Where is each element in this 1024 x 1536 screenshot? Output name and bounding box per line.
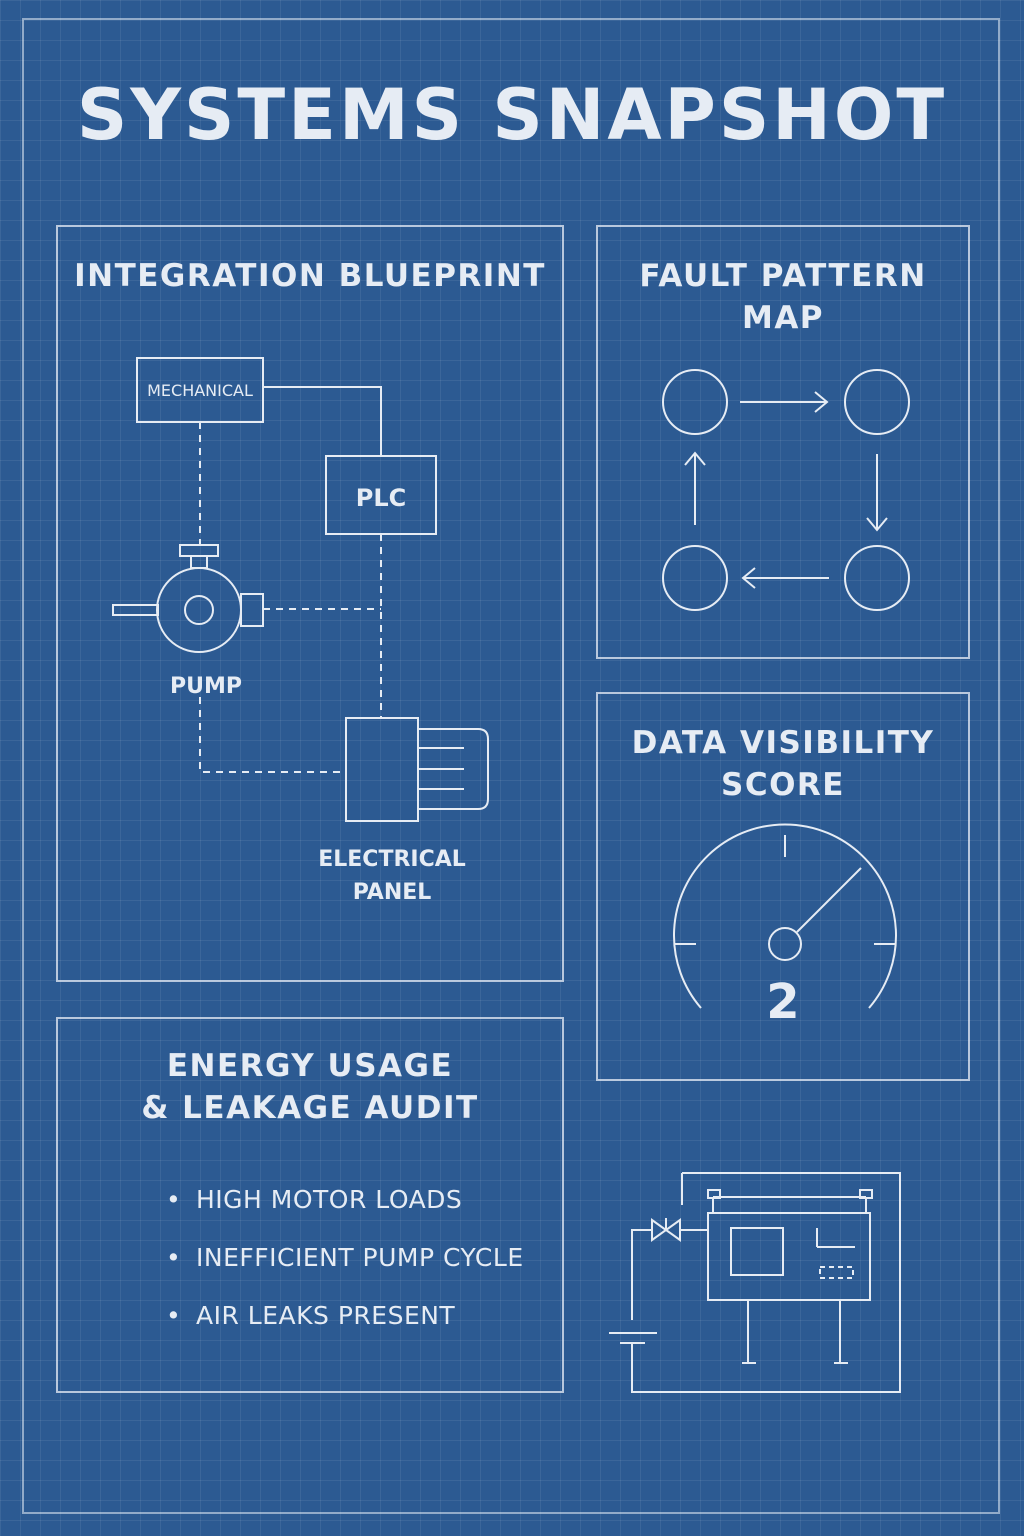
fault-node-bottom-right xyxy=(844,545,910,611)
integration-blueprint-title: INTEGRATION BLUEPRINT xyxy=(74,258,546,294)
fault-pattern-panel: FAULT PATTERN MAP xyxy=(596,225,970,659)
electrical-label: ELECTRICAL xyxy=(318,847,466,872)
fault-node-top-left xyxy=(662,369,728,435)
arrow-left-icon xyxy=(741,567,829,589)
gauge-hub xyxy=(768,927,802,961)
data-visibility-title-line1: DATA VISIBILITY xyxy=(631,725,935,761)
gauge-arc xyxy=(673,823,897,1009)
integration-blueprint-panel: INTEGRATION BLUEPRINT xyxy=(56,225,564,982)
fault-cycle-diagram xyxy=(662,369,910,611)
arrow-right-icon xyxy=(740,391,829,413)
fault-node-bottom-left xyxy=(662,545,728,611)
gauge-icon xyxy=(673,823,897,1009)
fault-pattern-title-line2: MAP xyxy=(741,300,825,336)
visibility-score-value: 2 xyxy=(766,974,800,1030)
energy-audit-item: HIGH MOTOR LOADS xyxy=(166,1185,524,1243)
fault-pattern-title-line1: FAULT PATTERN xyxy=(639,258,927,294)
arrow-down-icon xyxy=(866,454,888,532)
pump-icon xyxy=(112,544,264,653)
energy-audit-item: INEFFICIENT PUMP CYCLE xyxy=(166,1243,524,1301)
dashed-links xyxy=(199,422,382,773)
data-visibility-panel: DATA VISIBILITY SCORE 2 xyxy=(596,692,970,1081)
integration-diagram: MECHANICAL PLC PUMP ELECTRICAL PANEL xyxy=(112,357,489,905)
gauge-needle xyxy=(796,867,862,933)
electrical-panel-icon xyxy=(345,717,489,822)
energy-audit-title-line1: ENERGY USAGE xyxy=(166,1048,454,1084)
mechanical-label: MECHANICAL xyxy=(147,381,253,400)
mechanical-plc-link xyxy=(263,386,382,456)
fault-node-top-right xyxy=(844,369,910,435)
page-title: SYSTEMS SNAPSHOT xyxy=(76,74,948,156)
energy-audit-panel: ENERGY USAGE & LEAKAGE AUDIT HIGH MOTOR … xyxy=(56,1017,564,1393)
pump-label: PUMP xyxy=(170,674,242,699)
page-frame xyxy=(22,18,1000,1514)
plc-label: PLC xyxy=(356,484,407,512)
arrow-up-icon xyxy=(684,451,706,525)
data-visibility-title-line2: SCORE xyxy=(721,767,845,803)
panel-label: PANEL xyxy=(353,880,432,905)
energy-audit-item: AIR LEAKS PRESENT xyxy=(166,1301,524,1359)
energy-audit-title-line2: & LEAKAGE AUDIT xyxy=(141,1090,479,1126)
energy-audit-list: HIGH MOTOR LOADS INEFFICIENT PUMP CYCLE … xyxy=(166,1185,524,1359)
